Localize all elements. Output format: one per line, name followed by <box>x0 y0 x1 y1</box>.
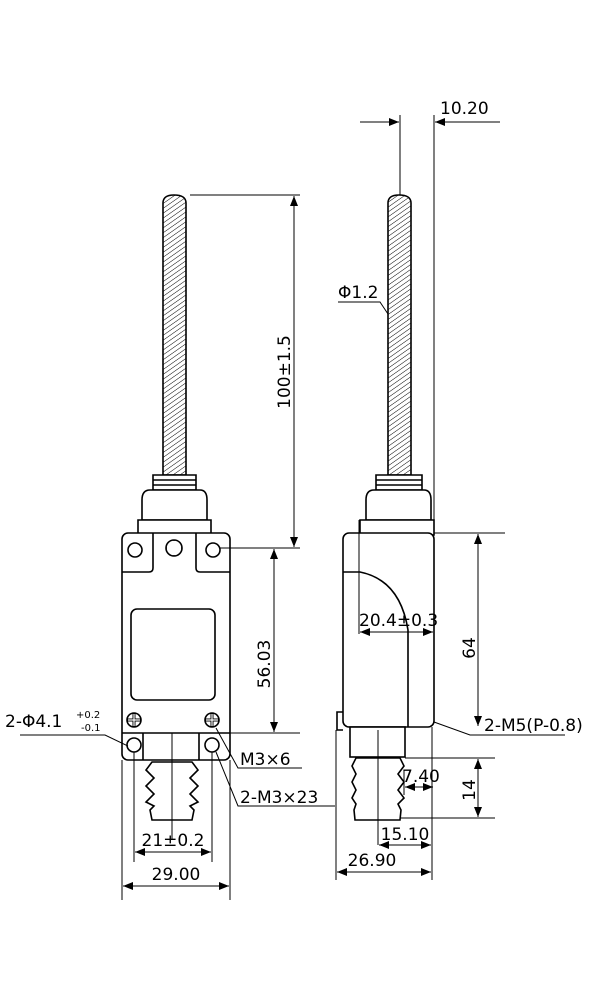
mount-hole-icon <box>205 542 221 558</box>
screw-icon <box>204 712 220 728</box>
switch-body <box>121 532 231 761</box>
screw-icon <box>126 712 142 728</box>
mount-screw-label: 2-M3×23 <box>240 788 318 808</box>
dim-rod-offset: 10.20 <box>440 99 489 119</box>
spring-rod <box>387 194 412 476</box>
front-view: 100±1.5 56.03 2-Φ4.1 +0.2 -0.1 M3×6 2-M3… <box>5 194 335 900</box>
dim-bellows-height: 14 <box>460 779 480 801</box>
window <box>130 608 216 701</box>
hole-label: 2-Φ4.1 <box>5 712 62 732</box>
side-view: 10.20 Φ1.2 20.4±0.3 64 2-M5(P-0.8) 14 7.… <box>335 99 583 880</box>
spring-rod <box>162 194 187 476</box>
hole-tol-upper: +0.2 <box>76 710 100 721</box>
dim-depth-center: 20.4±0.3 <box>359 611 438 631</box>
screw-icon <box>165 539 183 557</box>
actuator-base <box>141 489 208 521</box>
dim-hole-pitch: 21±0.2 <box>142 831 205 851</box>
dim-rod-length: 100±1.5 <box>275 335 295 409</box>
dim-mount-height: 56.03 <box>255 640 275 689</box>
dim-15-10: 15.10 <box>381 825 430 845</box>
dim-7-40: 7.40 <box>402 767 440 787</box>
dim-width: 29.00 <box>152 865 201 885</box>
thread-label: 2-M5(P-0.8) <box>484 716 583 736</box>
mount-hole-icon <box>127 542 143 558</box>
screw-label: M3×6 <box>240 750 291 770</box>
rod-collar <box>152 474 197 491</box>
rod-diameter: Φ1.2 <box>338 283 378 303</box>
hole-tol-lower: -0.1 <box>81 723 101 734</box>
dim-depth: 26.90 <box>348 851 397 871</box>
dim-body-height: 64 <box>460 637 480 659</box>
